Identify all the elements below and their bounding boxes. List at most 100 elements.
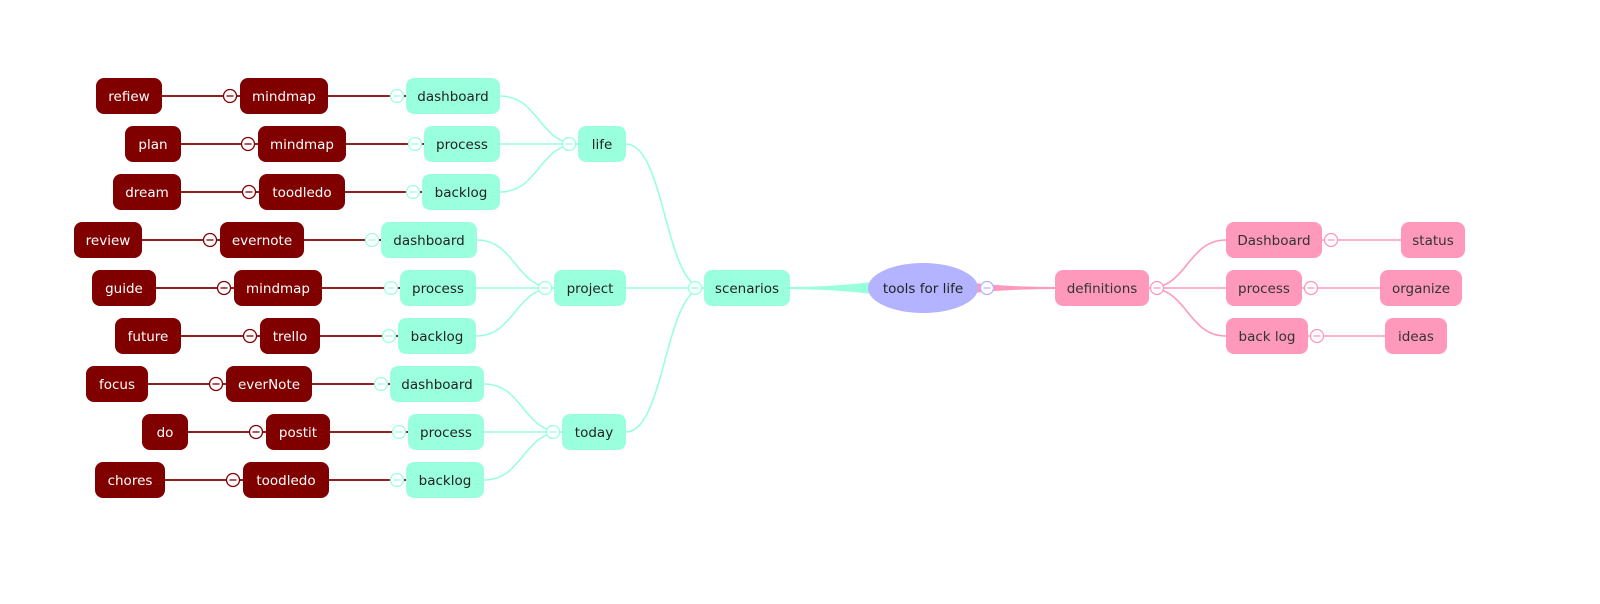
node-life-backlog-tool[interactable]: toodledo xyxy=(259,174,345,210)
node-life-backlog-leaf[interactable]: dream xyxy=(113,174,181,210)
node-today-dashboard-tool[interactable]: everNote xyxy=(226,366,312,402)
node-today-process[interactable]: process xyxy=(408,414,484,450)
node-life-process[interactable]: process xyxy=(424,126,500,162)
edge-project-dashboard xyxy=(476,239,555,289)
toggle-life-process[interactable] xyxy=(407,136,423,152)
node-life-process-leaf[interactable]: plan xyxy=(125,126,181,162)
edge-definitions-back-log xyxy=(1148,287,1227,337)
toggle-project-process-tool[interactable] xyxy=(216,280,232,296)
node-life-dashboard[interactable]: dashboard xyxy=(406,78,500,114)
toggle-group-today[interactable] xyxy=(545,424,561,440)
node-group-life-label: life xyxy=(592,137,613,153)
node-group-today-label: today xyxy=(575,425,613,441)
node-today-backlog[interactable]: backlog xyxy=(406,462,484,498)
node-life-dashboard-leaf[interactable]: refiew xyxy=(96,78,162,114)
node-today-process-shape xyxy=(408,414,484,450)
toggle-definitions[interactable] xyxy=(1149,280,1165,296)
node-project-process-leaf[interactable]: guide xyxy=(92,270,156,306)
toggle-today-dashboard[interactable] xyxy=(373,376,389,392)
toggle-today-backlog[interactable] xyxy=(389,472,405,488)
node-life-backlog[interactable]: backlog xyxy=(422,174,500,210)
edge-project-backlog xyxy=(475,287,555,337)
node-project-dashboard-shape xyxy=(381,222,477,258)
node-scenarios-label: scenarios xyxy=(715,281,779,297)
node-project-dashboard-leaf[interactable]: review xyxy=(74,222,142,258)
node-group-life[interactable]: life xyxy=(578,126,626,162)
node-project-dashboard[interactable]: dashboard xyxy=(381,222,477,258)
node-today-backlog-tool-shape xyxy=(243,462,329,498)
node-life-process-tool-shape xyxy=(258,126,346,162)
node-project-dashboard-leaf-shape xyxy=(74,222,142,258)
toggle-project-dashboard[interactable] xyxy=(364,232,380,248)
node-root[interactable]: tools for life xyxy=(868,263,978,313)
node-group-project[interactable]: project xyxy=(554,270,626,306)
node-project-process[interactable]: process xyxy=(400,270,476,306)
node-project-dashboard-tool[interactable]: evernote xyxy=(220,222,304,258)
node-project-dashboard-tool-shape xyxy=(220,222,304,258)
toggle-today-dashboard-tool[interactable] xyxy=(208,376,224,392)
toggle-today-process[interactable] xyxy=(391,424,407,440)
node-project-backlog-tool-shape xyxy=(260,318,320,354)
node-scenarios-shape xyxy=(704,270,790,306)
node-project-backlog-leaf-shape xyxy=(115,318,181,354)
toggle-life-dashboard[interactable] xyxy=(389,88,405,104)
node-definitions-back-log[interactable]: back log xyxy=(1226,318,1308,354)
node-today-process-tool-label: postit xyxy=(279,425,317,441)
toggle-today-backlog-tool[interactable] xyxy=(225,472,241,488)
node-today-dashboard-leaf[interactable]: focus xyxy=(86,366,148,402)
toggle-definitions-process[interactable] xyxy=(1303,280,1319,296)
node-life-dashboard-tool[interactable]: mindmap xyxy=(240,78,328,114)
toggle-project-dashboard-tool[interactable] xyxy=(202,232,218,248)
toggle-life-backlog[interactable] xyxy=(405,184,421,200)
node-today-process-tool[interactable]: postit xyxy=(266,414,330,450)
node-life-process-leaf-shape xyxy=(125,126,181,162)
node-life-process-leaf-label: plan xyxy=(138,137,167,153)
node-life-backlog-tool-label: toodledo xyxy=(272,185,331,201)
node-definitions-process[interactable]: process xyxy=(1226,270,1302,306)
node-project-backlog-leaf[interactable]: future xyxy=(115,318,181,354)
node-group-life-shape xyxy=(578,126,626,162)
node-project-backlog-leaf-label: future xyxy=(128,329,169,345)
toggle-group-life[interactable] xyxy=(561,136,577,152)
node-today-process-leaf[interactable]: do xyxy=(142,414,188,450)
edge-today-backlog xyxy=(483,431,563,481)
node-group-today[interactable]: today xyxy=(562,414,626,450)
node-project-backlog-tool[interactable]: trello xyxy=(260,318,320,354)
edge-life-backlog xyxy=(499,143,579,193)
toggle-project-process[interactable] xyxy=(383,280,399,296)
node-project-backlog[interactable]: backlog xyxy=(398,318,476,354)
node-definitions-dashboard[interactable]: Dashboard xyxy=(1226,222,1322,258)
node-today-backlog-leaf[interactable]: chores xyxy=(95,462,165,498)
toggle-root[interactable] xyxy=(979,280,995,296)
node-today-dashboard[interactable]: dashboard xyxy=(390,366,484,402)
node-definitions[interactable]: definitions xyxy=(1055,270,1149,306)
node-project-backlog-label: backlog xyxy=(411,329,464,345)
node-scenarios[interactable]: scenarios xyxy=(704,270,790,306)
node-project-process-tool[interactable]: mindmap xyxy=(234,270,322,306)
mindmap-toggles xyxy=(202,88,1339,488)
node-life-process-shape xyxy=(424,126,500,162)
toggle-life-process-tool[interactable] xyxy=(240,136,256,152)
toggle-life-backlog-tool[interactable] xyxy=(241,184,257,200)
node-project-process-leaf-label: guide xyxy=(105,281,143,297)
edge-life-dashboard xyxy=(499,95,579,145)
toggle-scenarios[interactable] xyxy=(687,280,703,296)
node-life-process-tool[interactable]: mindmap xyxy=(258,126,346,162)
toggle-definitions-dashboard[interactable] xyxy=(1323,232,1339,248)
node-life-dashboard-shape xyxy=(406,78,500,114)
toggle-group-project[interactable] xyxy=(537,280,553,296)
node-today-backlog-tool-label: toodledo xyxy=(256,473,315,489)
node-definitions-process-leaf-label: organize xyxy=(1392,281,1450,297)
toggle-today-process-tool[interactable] xyxy=(248,424,264,440)
toggle-life-dashboard-tool[interactable] xyxy=(222,88,238,104)
node-definitions-back-log-leaf[interactable]: ideas xyxy=(1385,318,1447,354)
toggle-project-backlog-tool[interactable] xyxy=(242,328,258,344)
node-definitions-process-leaf[interactable]: organize xyxy=(1380,270,1462,306)
node-life-dashboard-leaf-label: refiew xyxy=(108,89,149,105)
toggle-project-backlog[interactable] xyxy=(381,328,397,344)
toggle-definitions-back-log[interactable] xyxy=(1309,328,1325,344)
node-group-project-label: project xyxy=(567,281,614,297)
node-today-backlog-tool[interactable]: toodledo xyxy=(243,462,329,498)
node-today-dashboard-tool-shape xyxy=(226,366,312,402)
node-definitions-dashboard-leaf[interactable]: status xyxy=(1401,222,1465,258)
